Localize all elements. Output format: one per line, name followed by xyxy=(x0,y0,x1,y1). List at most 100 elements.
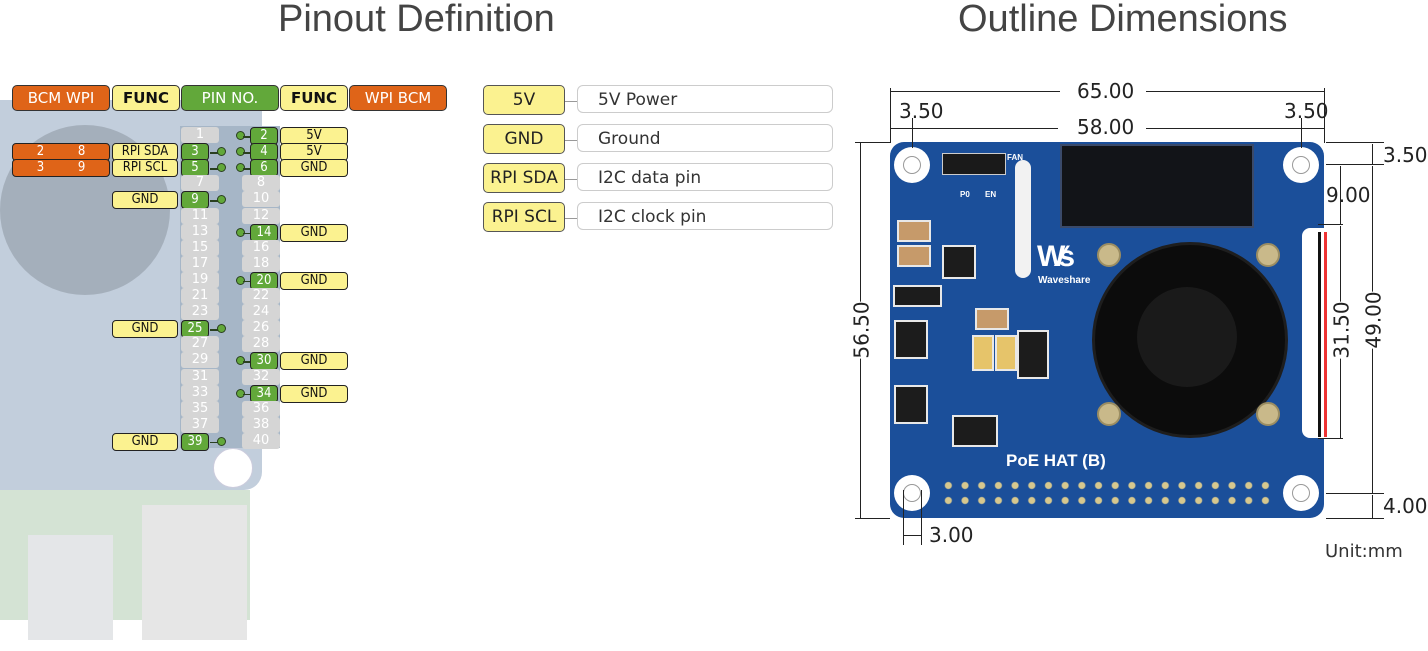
fan-wire-black xyxy=(1318,232,1321,437)
pin-dot xyxy=(236,131,245,140)
smd-diode xyxy=(893,285,942,307)
mount-hole-top-right xyxy=(1283,147,1319,183)
pin-number-right-unused: 18 xyxy=(242,255,280,272)
mount-hole-top-left xyxy=(894,147,930,183)
pin-func-right: 5V xyxy=(280,127,348,145)
fan-switch-label: FAN xyxy=(1007,153,1023,162)
pin-func-left: GND xyxy=(112,191,178,210)
board-slot xyxy=(1015,160,1031,278)
dim-notch-length: 31.50 xyxy=(1329,301,1354,359)
extension-line xyxy=(1326,164,1384,165)
extension-line xyxy=(1326,493,1384,494)
mount-hole-bottom-right xyxy=(1283,475,1319,511)
pin-number-left-unused: 33 xyxy=(181,384,219,401)
legend-description: Ground xyxy=(577,124,833,152)
pin-dot xyxy=(217,195,226,205)
pin-number-left-unused: 1 xyxy=(181,127,219,143)
dim-hole-diameter: 3.00 xyxy=(929,523,974,547)
dim-overall-width: 65.00 xyxy=(1077,79,1135,103)
unit-label: Unit:mm xyxy=(1325,541,1403,562)
pin-dot xyxy=(236,147,245,157)
legend-connector xyxy=(565,140,577,141)
pin-number-right-unused: 36 xyxy=(242,400,280,417)
dim-hole-offset-right: 3.50 xyxy=(1284,99,1329,123)
fan-screw xyxy=(1256,402,1280,426)
fan-screw xyxy=(1256,243,1280,267)
fan-switch xyxy=(942,153,1006,175)
faded-ethernet-port xyxy=(142,505,247,640)
dim-line-hole-diameter xyxy=(903,535,921,536)
pin-number-right-unused: 28 xyxy=(242,336,280,353)
smd-chip xyxy=(942,245,976,279)
outline-title: Outline Dimensions xyxy=(958,0,1288,40)
header-bcm-wpi-left: BCM WPI xyxy=(12,85,110,111)
pin-number-left: 9 xyxy=(181,191,209,210)
pin-number-right-unused: 26 xyxy=(242,320,280,337)
pin-func-left: RPI SCL xyxy=(112,159,178,178)
legend-label: RPI SDA xyxy=(483,163,565,193)
pin-connector xyxy=(243,361,251,363)
pin-connector xyxy=(243,393,251,396)
pcb-cable-notch xyxy=(1302,228,1328,438)
pin-number-left-unused: 35 xyxy=(181,400,219,417)
pin-dot xyxy=(217,436,226,446)
extension-line xyxy=(855,142,890,143)
pin-connector xyxy=(210,441,218,444)
gpio-header-pins xyxy=(940,478,1275,508)
dim-hole-offset-top: 3.50 xyxy=(1383,143,1428,167)
board-name-label: PoE HAT (B) xyxy=(1006,451,1106,470)
pin-func-left: GND xyxy=(112,432,178,451)
faded-usb-port xyxy=(28,535,113,640)
extension-line xyxy=(890,88,891,143)
pin-dot xyxy=(236,388,245,398)
pin-number-left-unused: 27 xyxy=(181,336,219,353)
waveshare-logo-icon: W⁄s xyxy=(1037,240,1075,273)
pin-number-right-unused: 10 xyxy=(242,191,280,208)
pin-number-right-unused: 8 xyxy=(242,175,280,192)
pin-func-right: GND xyxy=(280,223,348,242)
dim-hole-offset-bottom: 4.00 xyxy=(1383,494,1428,518)
extension-line xyxy=(921,490,922,545)
pin-connector xyxy=(243,232,251,235)
pin-dot xyxy=(236,163,245,173)
dim-hole-offset-left: 3.50 xyxy=(899,99,944,123)
dim-line-hole-offset xyxy=(1301,128,1324,129)
dim-line-overall-width xyxy=(1146,91,1324,92)
faded-mount-hole xyxy=(213,448,253,488)
pin-number-left-unused: 21 xyxy=(181,288,219,304)
pin-number-right-unused: 12 xyxy=(242,207,280,224)
pin-number-left-unused: 19 xyxy=(181,271,219,288)
pin-number-right-unused: 16 xyxy=(242,239,280,256)
pin-func-left: RPI SDA xyxy=(112,143,178,162)
pin-dot xyxy=(236,356,245,366)
smd-transistor xyxy=(894,320,928,359)
dim-notch-offset-top: 9.00 xyxy=(1326,183,1371,207)
legend-description: I2C data pin xyxy=(577,163,833,191)
dim-line-overall-width xyxy=(890,91,1060,92)
pin-number-left-unused: 11 xyxy=(181,207,219,224)
pin-number-left-unused: 31 xyxy=(181,368,219,385)
legend-label: 5V xyxy=(483,85,565,115)
pin-number-left-unused: 37 xyxy=(181,416,219,433)
pin-number-right: 14 xyxy=(250,223,278,242)
pin-connector xyxy=(243,168,251,170)
legend-description: 5V Power xyxy=(577,85,833,113)
pin-connector xyxy=(210,168,218,170)
extension-line xyxy=(1326,518,1384,519)
smd-inductor xyxy=(897,220,931,242)
pin-number-left: 39 xyxy=(181,432,209,451)
extension-line xyxy=(1318,224,1343,225)
pin-number-left-unused: 23 xyxy=(181,304,219,321)
extension-line xyxy=(1318,438,1343,439)
header-wpi-bcm-right: WPI BCM xyxy=(349,85,447,111)
oled-display xyxy=(1060,144,1254,228)
pin-connector xyxy=(243,280,251,283)
pin-number-right: 34 xyxy=(250,384,278,403)
smd-inductor xyxy=(897,245,931,267)
pin-number-left-unused: 13 xyxy=(181,223,219,240)
fan-screw xyxy=(1097,243,1121,267)
pin-number-right: 30 xyxy=(250,352,278,371)
dim-hole-spacing-y: 49.00 xyxy=(1361,291,1386,349)
pin-number-right-unused: 32 xyxy=(242,368,280,385)
pin-connector xyxy=(243,136,251,138)
